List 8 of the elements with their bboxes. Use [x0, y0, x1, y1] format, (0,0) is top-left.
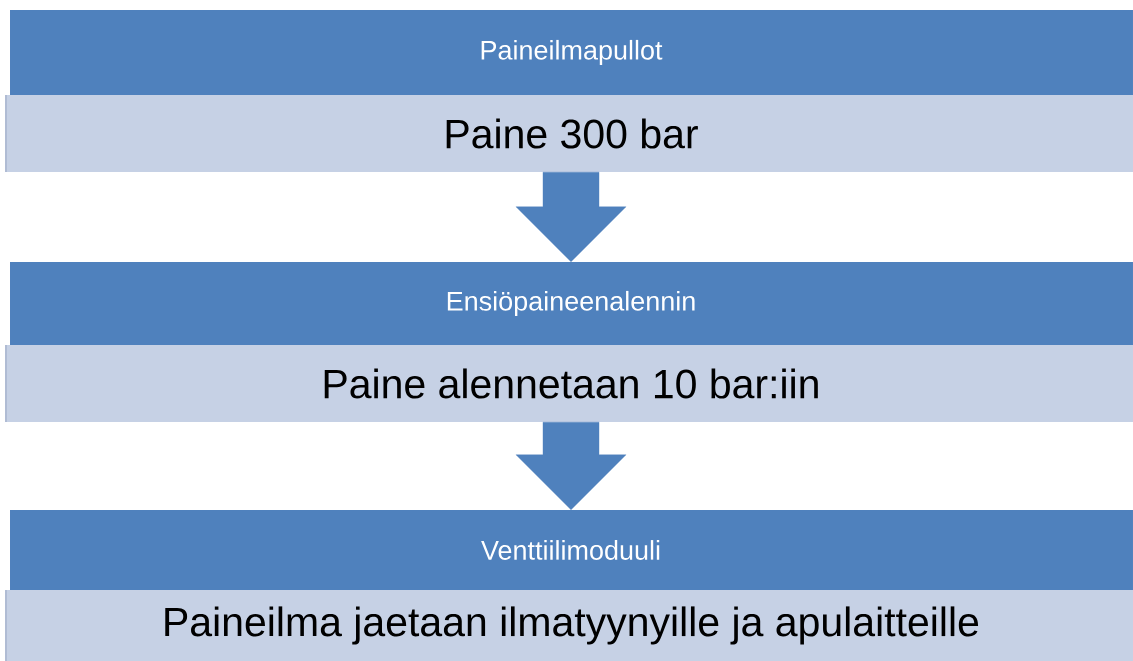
header-band: Paineilmapullot [10, 10, 1133, 95]
body-band: Paineilma jaetaan ilmatyynyille ja apulaitteille [5, 589, 1133, 661]
header-band: Ensiöpaineenalennin [10, 262, 1133, 345]
block-arrow [515, 172, 627, 262]
header-band: Venttiilimoduuli [10, 510, 1133, 590]
body-band: Paine 300 bar [5, 94, 1133, 173]
body-band: Paine alennetaan 10 bar:iin [5, 344, 1133, 423]
block-arrow [515, 422, 627, 510]
